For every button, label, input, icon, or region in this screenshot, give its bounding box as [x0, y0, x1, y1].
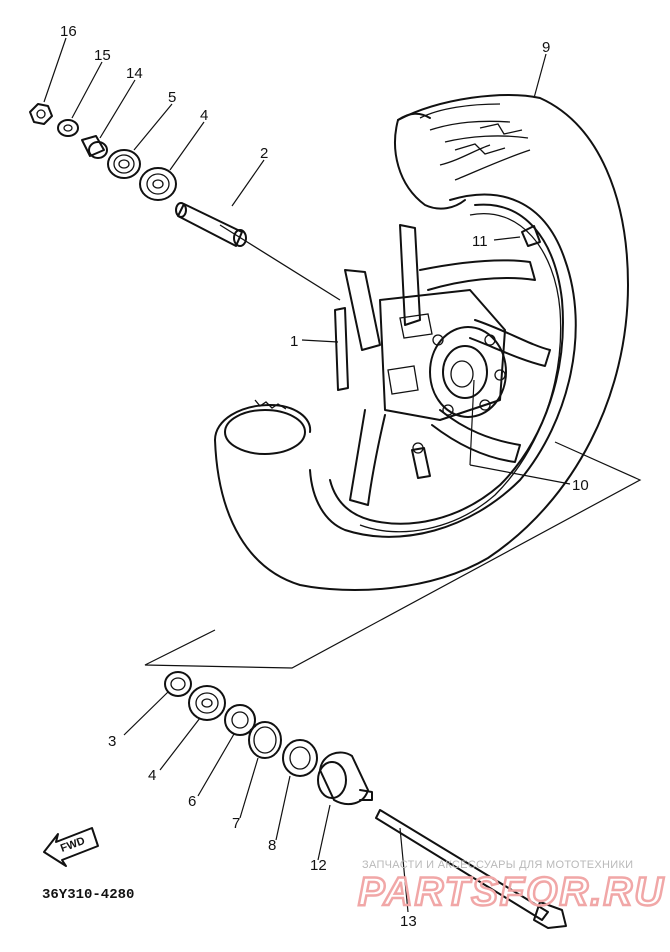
hub: [334, 289, 507, 421]
label-10: 10: [572, 477, 589, 494]
label-13: 13: [400, 913, 417, 930]
label-9: 9: [542, 39, 550, 56]
tire: [214, 93, 629, 591]
part-labels: 16 15 14 5 4 2 9 11 1 10 3 4 6 7 8 12 13: [60, 23, 589, 930]
part-8-seal: [282, 739, 318, 777]
part-5-bearing: [107, 149, 141, 179]
part-2-spacer: [175, 202, 247, 247]
label-12: 12: [310, 857, 327, 874]
watermark-brand: PARTSFOR.RU: [358, 870, 665, 914]
part-3-seal: [164, 671, 192, 697]
watermark-caption: ЗАПЧАСТИ И АКСЕССУАРЫ ДЛЯ МОТОТЕХНИКИ: [362, 859, 633, 871]
label-6: 6: [188, 793, 196, 810]
watermark: ЗАПЧАСТИ И АКСЕССУАРЫ ДЛЯ МОТОТЕХНИКИ PA…: [357, 859, 665, 915]
label-14: 14: [126, 65, 143, 82]
part-7-ring: [248, 721, 282, 759]
part-11-weight: [521, 225, 541, 247]
fwd-arrow-icon: FWD: [43, 827, 99, 867]
label-8: 8: [268, 837, 276, 854]
label-4-top: 4: [200, 107, 208, 124]
label-16: 16: [60, 23, 77, 40]
part-15-washer: [57, 119, 79, 137]
part-14-collar: [81, 135, 108, 159]
label-2: 2: [260, 145, 268, 162]
label-5: 5: [168, 89, 176, 106]
label-15: 15: [94, 47, 111, 64]
label-7: 7: [232, 815, 240, 832]
label-4-bottom: 4: [148, 767, 156, 784]
assembly-lines: [144, 224, 642, 669]
diagram-code: 36Y310-4280: [42, 887, 134, 903]
part-13-axle: [375, 809, 567, 929]
label-11: 11: [472, 233, 488, 250]
label-3: 3: [108, 733, 116, 750]
part-4-bearing-top: [139, 167, 177, 201]
wheel-rim: [329, 203, 564, 525]
part-12-gear-unit: [317, 751, 373, 806]
part-16-nut: [29, 103, 53, 125]
leader-lines: [43, 37, 571, 913]
label-1: 1: [290, 333, 298, 350]
part-4-bearing-bottom: [188, 685, 226, 721]
